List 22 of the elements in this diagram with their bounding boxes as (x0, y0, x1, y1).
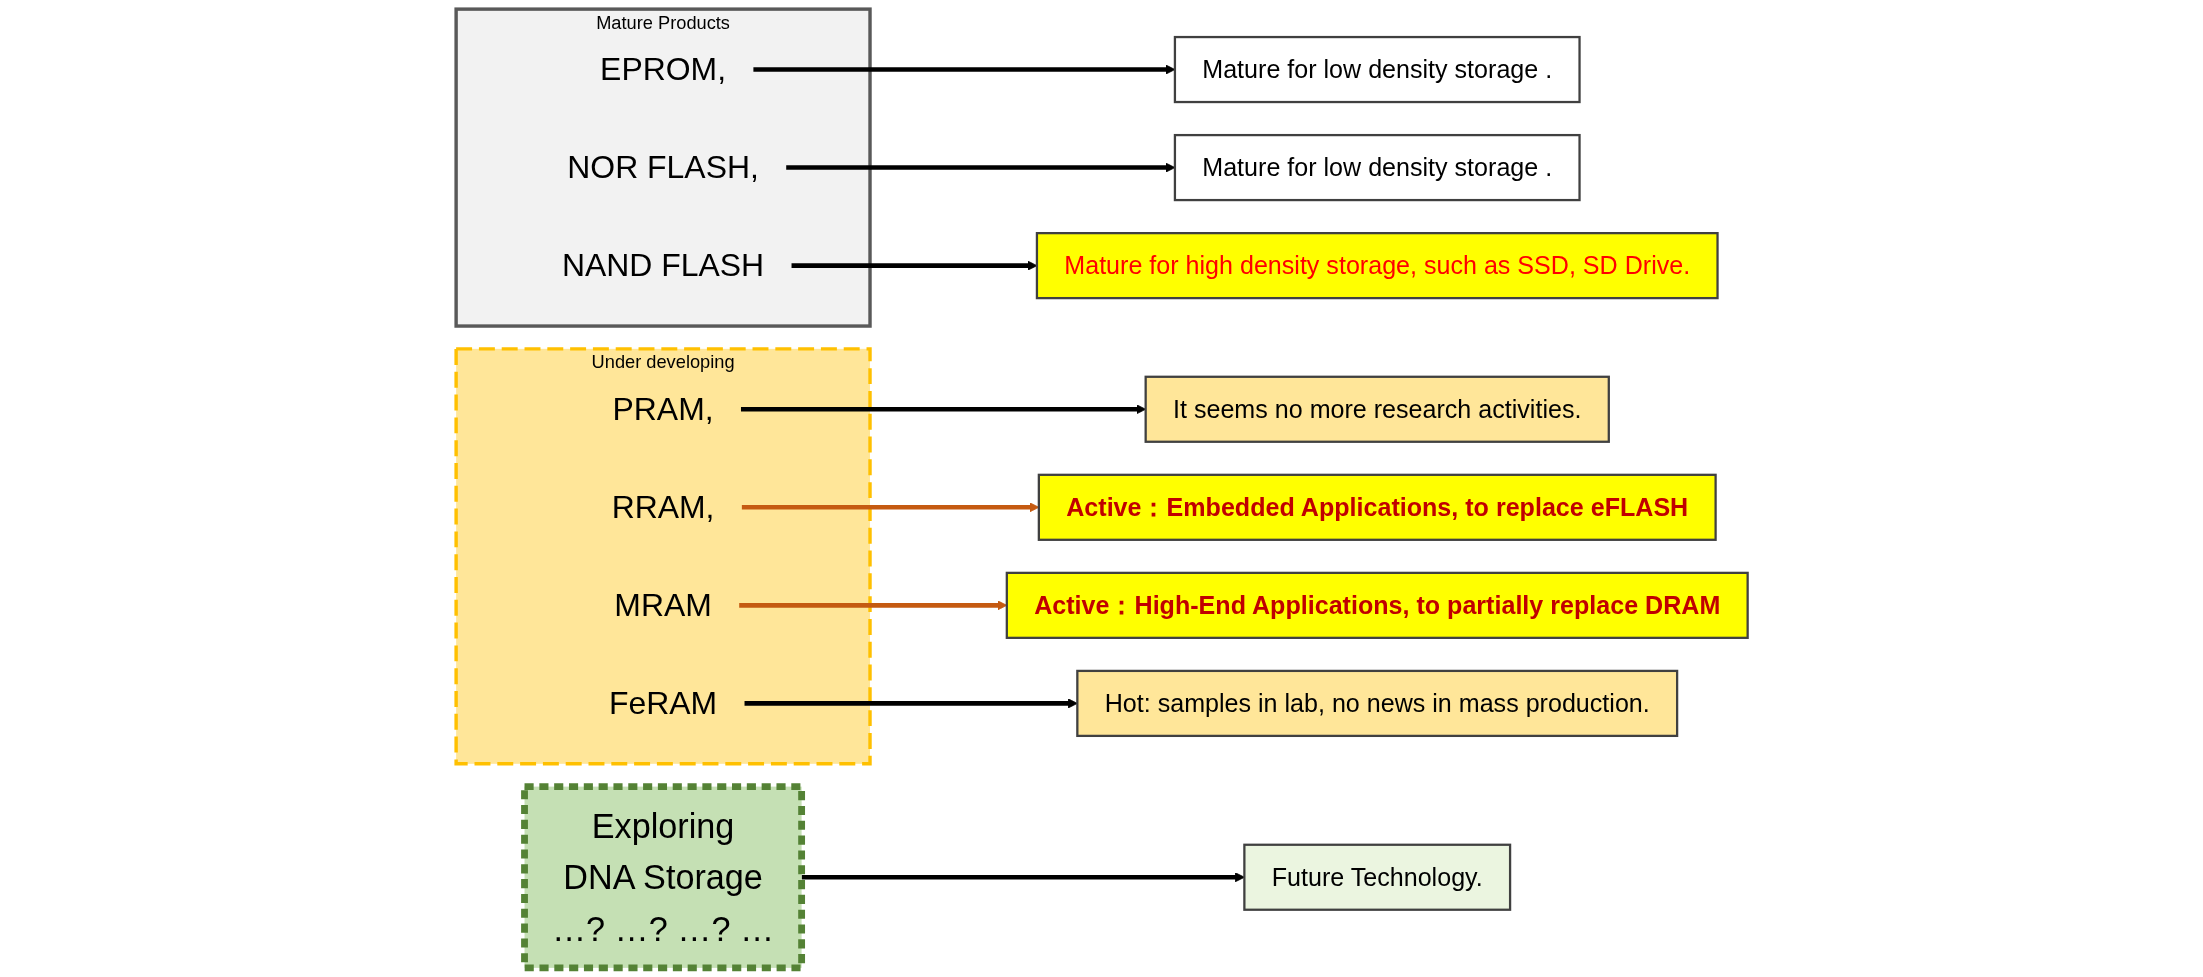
node-text: MRAM (613, 587, 712, 623)
node-text: EPROM, (599, 51, 726, 87)
node-box: Hot: samples in lab, no news in mass production. (1075, 669, 1678, 737)
node-box: Future Technology. (1242, 843, 1511, 911)
node-text: PRAM, (612, 391, 714, 427)
node-text: NAND FLASH (561, 247, 764, 283)
node-text: FeRAM (608, 685, 717, 721)
node-box: It seems no more research activities. (1144, 375, 1610, 443)
arrow (753, 64, 1175, 75)
node-text: NOR FLASH, (566, 149, 759, 185)
arrow (791, 260, 1037, 271)
node-box: Mature for high density storage, such as SSD, SD Drive. (1035, 232, 1719, 300)
node-box: Mature for low density storage . (1173, 35, 1581, 104)
arrow (785, 162, 1175, 173)
node-box: Active：High-End Applications, to partially replace DRAM (1005, 571, 1749, 639)
node-box: Active：Embedded Applications, to replace eFLASH (1037, 473, 1717, 541)
arrow (740, 404, 1146, 415)
node-box: Exploring DNA Storage …? …? …? … (520, 783, 805, 972)
arrow (741, 502, 1039, 513)
node-text: RRAM, (611, 489, 715, 525)
node-box: Mature for low density storage . (1173, 133, 1581, 202)
arrow (738, 600, 1007, 611)
